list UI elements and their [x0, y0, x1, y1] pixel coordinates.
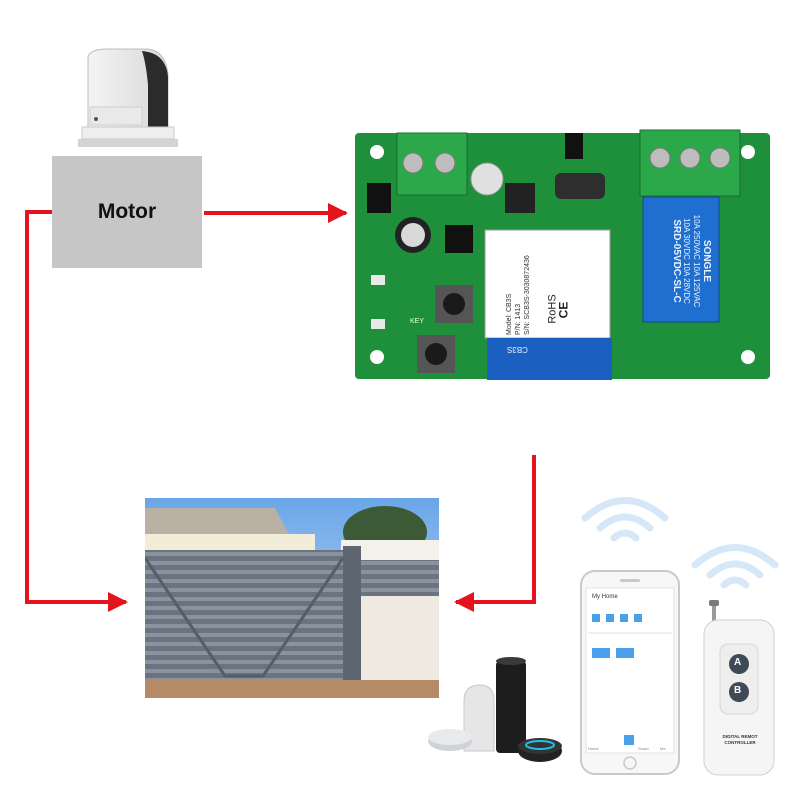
sliding-gate-photo [145, 498, 439, 698]
wifi-signal-icon [690, 535, 780, 595]
remote-control: A B DIGITAL REMOT CONTROLLER [700, 600, 780, 778]
phone-header-text: My Home [592, 594, 618, 600]
remote-caption: DIGITAL REMOT CONTROLLER [712, 734, 768, 746]
phone-tab-home: Home [588, 746, 599, 751]
module-chip-label: CB3S [507, 345, 528, 354]
motor-box: Motor [52, 156, 202, 268]
key-label: KEY [410, 318, 425, 325]
module-sn: S/N: SCB3S-3030872436 [524, 255, 531, 335]
remote-button-b: B [734, 685, 742, 696]
phone-tab-smart: Smart [638, 746, 649, 751]
relay-text: SONGLE 10A 250VAC 10A 125VAC 10A 30VDC 1… [649, 201, 712, 321]
wifi-signal-icon [580, 488, 670, 548]
phone-tab-me: Me [660, 746, 666, 751]
relay-model: SRD-05VDC-SL-C [671, 219, 682, 303]
remote-caption-1: DIGITAL REMOT [722, 734, 758, 739]
remote-caption-2: CONTROLLER [724, 740, 756, 745]
relay-brand: SONGLE [701, 239, 712, 283]
gate-motor-device-image [78, 45, 178, 150]
arrow-board-to-gate [454, 455, 536, 612]
wifi-relay-board-image [355, 125, 770, 383]
module-model: Model: CB3S [506, 293, 513, 335]
module-ce: CE [556, 301, 571, 319]
motor-label: Motor [97, 200, 157, 223]
remote-button-a: A [734, 657, 742, 668]
arrow-motor-to-gate [25, 210, 128, 612]
relay-rating-1: 10A 250VAC 10A 125VAC [692, 214, 701, 308]
smartphone-app: My Home Home Smart Me [580, 570, 680, 775]
smart-speakers-image [428, 655, 563, 765]
module-pn: P/N: 1413 [515, 303, 522, 335]
relay-rating-2: 10A 30VDC 10A 28VDC [682, 218, 691, 304]
